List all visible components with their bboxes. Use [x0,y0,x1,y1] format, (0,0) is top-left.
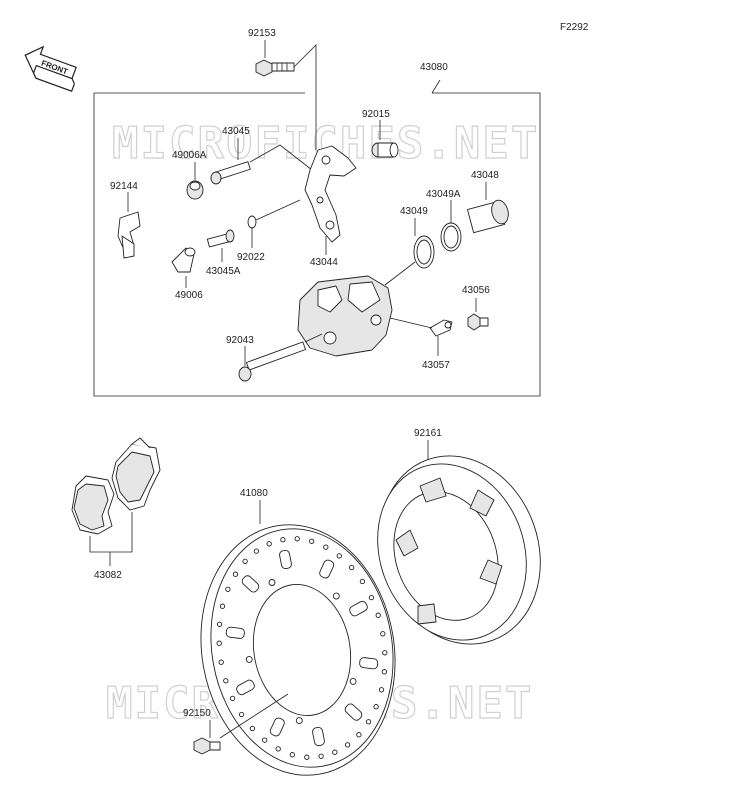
rotor-hole [373,704,379,710]
rotor-hole [356,732,362,738]
label-92015: 92015 [362,109,390,120]
seal-43049A [440,200,462,252]
label-92153: 92153 [248,28,276,39]
rotor-mount-hole [349,677,357,685]
rotor-hole [380,631,386,637]
rotor-hole [289,752,295,758]
rotor-slot [344,703,363,721]
label-43082: 43082 [94,570,122,581]
rotor-mount-hole [268,579,276,586]
cap-43057 [389,317,453,356]
rotor-hole [378,687,385,693]
rotor-hole [309,538,315,544]
rotor-holes [216,536,388,760]
bracket-43044 [304,145,357,255]
rotor-hole [294,536,300,542]
label-49006A: 49006A [172,150,207,161]
rotor-hole [275,746,281,752]
rotor-hole [232,571,239,577]
label-41080: 41080 [240,488,268,499]
rotor-slots [225,549,379,747]
rotor-slot [319,559,335,579]
brake-pads-43082 [71,437,161,566]
rotor-hole [223,678,229,684]
rotor-slot [269,717,285,737]
rotor-hole [332,749,338,755]
rotor-hole [344,742,351,748]
rotor-hole [348,564,355,571]
rotor-hole [323,544,329,550]
rotor-slot [241,575,260,593]
label-43045A: 43045A [206,266,241,277]
bolt-92153 [255,40,317,150]
label-49006: 49006 [175,290,203,301]
pin-43045 [210,138,313,185]
pin-43045A [206,229,235,262]
bolt-92043 [238,333,323,382]
rotor-hole [304,754,310,760]
rotor-hole [318,753,324,759]
label-92150: 92150 [183,708,211,719]
rotor-hole [238,711,245,718]
label-92161: 92161 [414,428,442,439]
figure-code: F2292 [560,22,589,33]
label-92144: 92144 [110,181,138,192]
rotor-hole [266,541,272,547]
front-arrow-icon: FRONT [24,45,77,92]
rotor-hole [368,594,375,601]
rotor-slot [349,600,368,617]
label-92022: 92022 [237,252,265,263]
rotor-hole [382,650,388,656]
rotor-mount-hole [295,717,303,725]
rotor-hole [242,558,248,564]
rotor-slot [236,679,255,696]
rotor-hole [381,669,388,675]
rotor-mount-hole [332,592,340,600]
rotor-hole [219,603,226,609]
rotor-hole [280,537,286,543]
rotor-mount-hole [245,655,253,663]
label-43045: 43045 [222,126,250,137]
rotor-hole [262,737,268,743]
caliper-body [297,261,416,357]
rotor-hole [365,719,372,725]
label-43049A: 43049A [426,189,461,200]
rotor-hole [336,553,342,559]
rotor-slot [359,657,379,670]
rotor-slot [225,626,245,639]
ring-92161 [377,440,541,645]
label-43080: 43080 [420,62,448,73]
piston-43048 [466,182,509,234]
seal-43049 [413,218,435,269]
rotor-slot [312,726,325,747]
rotor-hole [359,578,366,585]
disc-rotor-41080 [200,500,396,776]
rotor-hole [216,621,223,627]
rotor-hole [216,640,222,646]
rotor-slot [279,549,292,570]
boot-49006A [186,162,204,200]
label-43056: 43056 [462,285,490,296]
bushing-92015 [371,120,399,158]
rotor-hole [218,659,224,665]
rotor-hole [225,586,231,592]
rotor-hole [229,695,236,702]
ring-92022 [247,199,301,248]
spring-92144 [117,192,141,259]
rotor-hole [375,612,381,618]
rotor-hole [249,725,256,732]
label-92043: 92043 [226,335,254,346]
rotor-hole [253,548,260,554]
boot-49006 [171,247,196,288]
caliper-assembly-box [93,79,541,397]
bleed-valve-43056 [467,298,489,331]
label-43048: 43048 [471,170,499,181]
bolt-92150 [193,693,289,755]
label-43049: 43049 [400,206,428,217]
label-43044: 43044 [310,257,338,268]
label-43057: 43057 [422,360,450,371]
